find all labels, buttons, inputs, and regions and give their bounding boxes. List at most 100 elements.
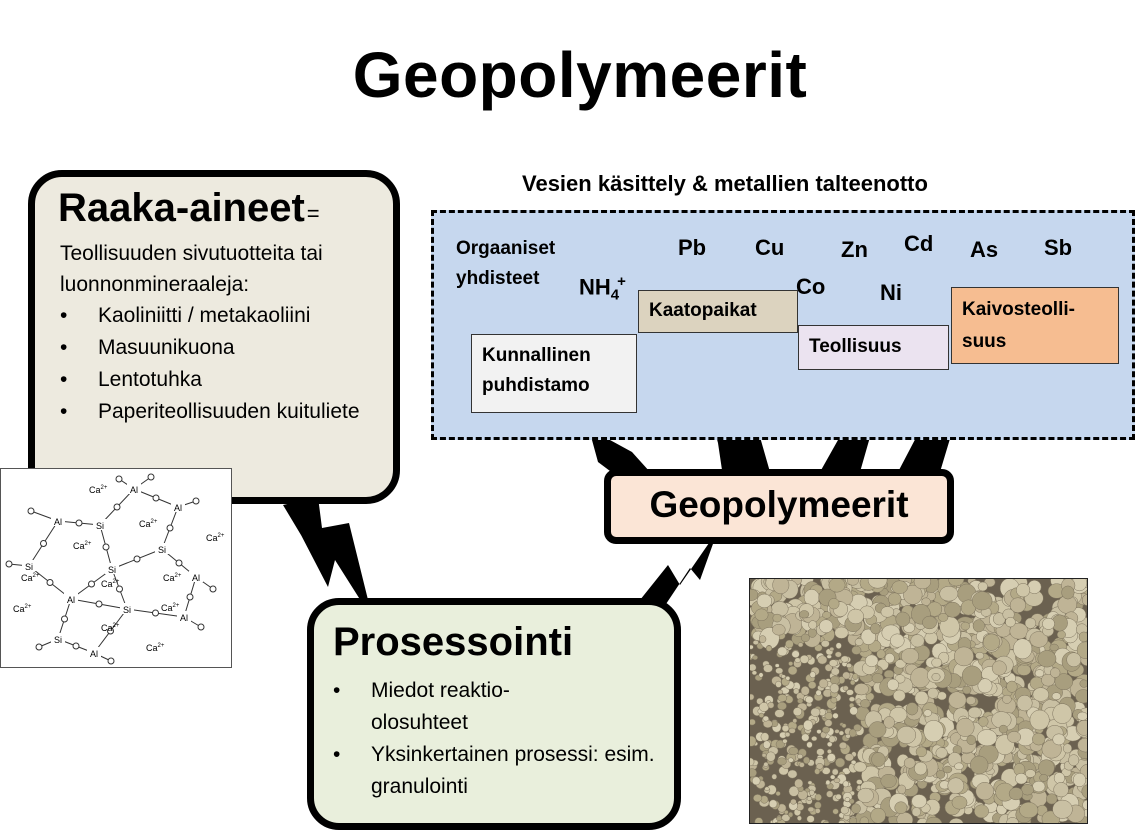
granule xyxy=(867,579,888,589)
granule xyxy=(962,685,972,695)
granule xyxy=(1016,664,1032,676)
granule xyxy=(1062,743,1073,754)
metal-as: As xyxy=(970,237,999,262)
granule xyxy=(793,688,800,695)
source-kaivosteollisuus: Kaivosteolli-suus xyxy=(951,287,1119,364)
granule xyxy=(983,633,1000,651)
granule xyxy=(1009,597,1026,613)
granule xyxy=(831,768,839,776)
granule xyxy=(767,701,775,709)
processing-heading: Prosessointi xyxy=(333,620,574,664)
granule xyxy=(814,793,822,801)
granule xyxy=(758,702,770,712)
metal-sb: Sb xyxy=(1044,235,1073,260)
granule xyxy=(901,648,919,665)
metal-cd: Cd xyxy=(904,231,934,256)
granule xyxy=(972,619,985,633)
structure-atom-bg xyxy=(51,515,65,526)
granule xyxy=(762,715,769,722)
granule xyxy=(974,804,989,819)
granule xyxy=(787,769,798,779)
granule xyxy=(754,608,769,622)
granule xyxy=(758,712,765,718)
granule xyxy=(1050,667,1061,678)
processing-box xyxy=(307,598,681,830)
granule xyxy=(775,680,782,688)
granule xyxy=(830,697,838,704)
page-title: Geopolymeerit xyxy=(352,39,808,111)
granule xyxy=(751,670,758,676)
granule xyxy=(806,796,812,801)
granule xyxy=(948,818,964,823)
granule xyxy=(776,816,783,822)
granule xyxy=(1053,782,1069,798)
granule xyxy=(848,696,856,702)
granule xyxy=(808,789,815,796)
granule xyxy=(820,640,830,648)
granule xyxy=(1013,638,1033,660)
granule xyxy=(816,748,825,756)
granule xyxy=(948,691,967,709)
raw-materials-intro: Teollisuuden sivutuotteita tai luonnonmi… xyxy=(60,242,323,296)
granule xyxy=(801,733,810,742)
structure-atom-label: Al xyxy=(67,595,75,605)
granule xyxy=(841,723,847,728)
granule xyxy=(1042,617,1055,630)
granule xyxy=(893,689,906,702)
structure-calcium-label: Ca2+ xyxy=(13,604,32,614)
granule xyxy=(1081,594,1087,606)
granule xyxy=(828,598,840,610)
granule xyxy=(923,720,944,743)
source-teollisuus: Teollisuus xyxy=(798,325,949,370)
granule xyxy=(914,761,928,776)
granule xyxy=(890,633,905,648)
granule xyxy=(910,667,931,688)
granule xyxy=(826,654,832,659)
granule xyxy=(824,712,833,720)
granule xyxy=(788,727,796,734)
granule xyxy=(1037,650,1057,668)
granule xyxy=(954,762,964,771)
granule xyxy=(832,808,839,815)
granule xyxy=(792,718,798,724)
granule xyxy=(828,659,838,667)
granule xyxy=(1019,802,1039,819)
granule xyxy=(1066,652,1082,668)
granule xyxy=(792,707,803,717)
granules-photo xyxy=(749,578,1088,824)
structure-atom-bg xyxy=(22,560,36,571)
granule xyxy=(849,706,858,716)
granule xyxy=(916,817,929,823)
granule xyxy=(752,640,759,645)
structure-atom-label: Si xyxy=(158,545,166,555)
granule xyxy=(951,795,968,810)
granule xyxy=(762,740,771,749)
granule xyxy=(975,651,985,660)
granule xyxy=(750,735,757,747)
structure-oxygen xyxy=(175,559,183,567)
structure-oxygen xyxy=(147,473,155,481)
granule xyxy=(835,793,842,800)
structure-calcium-label: Ca2+ xyxy=(163,573,182,583)
granule xyxy=(948,579,965,587)
granule xyxy=(991,660,1007,676)
granule xyxy=(887,678,899,691)
granule xyxy=(1045,793,1058,805)
granule xyxy=(851,803,861,814)
granule xyxy=(763,761,769,768)
granule xyxy=(822,611,832,619)
raw-materials-heading: Raaka-aineet= xyxy=(58,186,320,230)
granule xyxy=(772,613,782,623)
granule xyxy=(803,719,814,731)
structure-calcium-label: Ca2+ xyxy=(161,603,180,613)
structure-calcium-label: Ca2+ xyxy=(101,623,120,633)
granule xyxy=(1002,694,1012,704)
granule xyxy=(1052,733,1066,746)
structure-oxygen xyxy=(107,627,114,635)
structure-calcium-label: Ca2+ xyxy=(21,573,40,583)
granule xyxy=(833,777,841,784)
granule xyxy=(768,799,778,809)
structure-atom-label: Si xyxy=(54,635,62,645)
granule xyxy=(883,669,895,679)
granule xyxy=(905,702,919,716)
